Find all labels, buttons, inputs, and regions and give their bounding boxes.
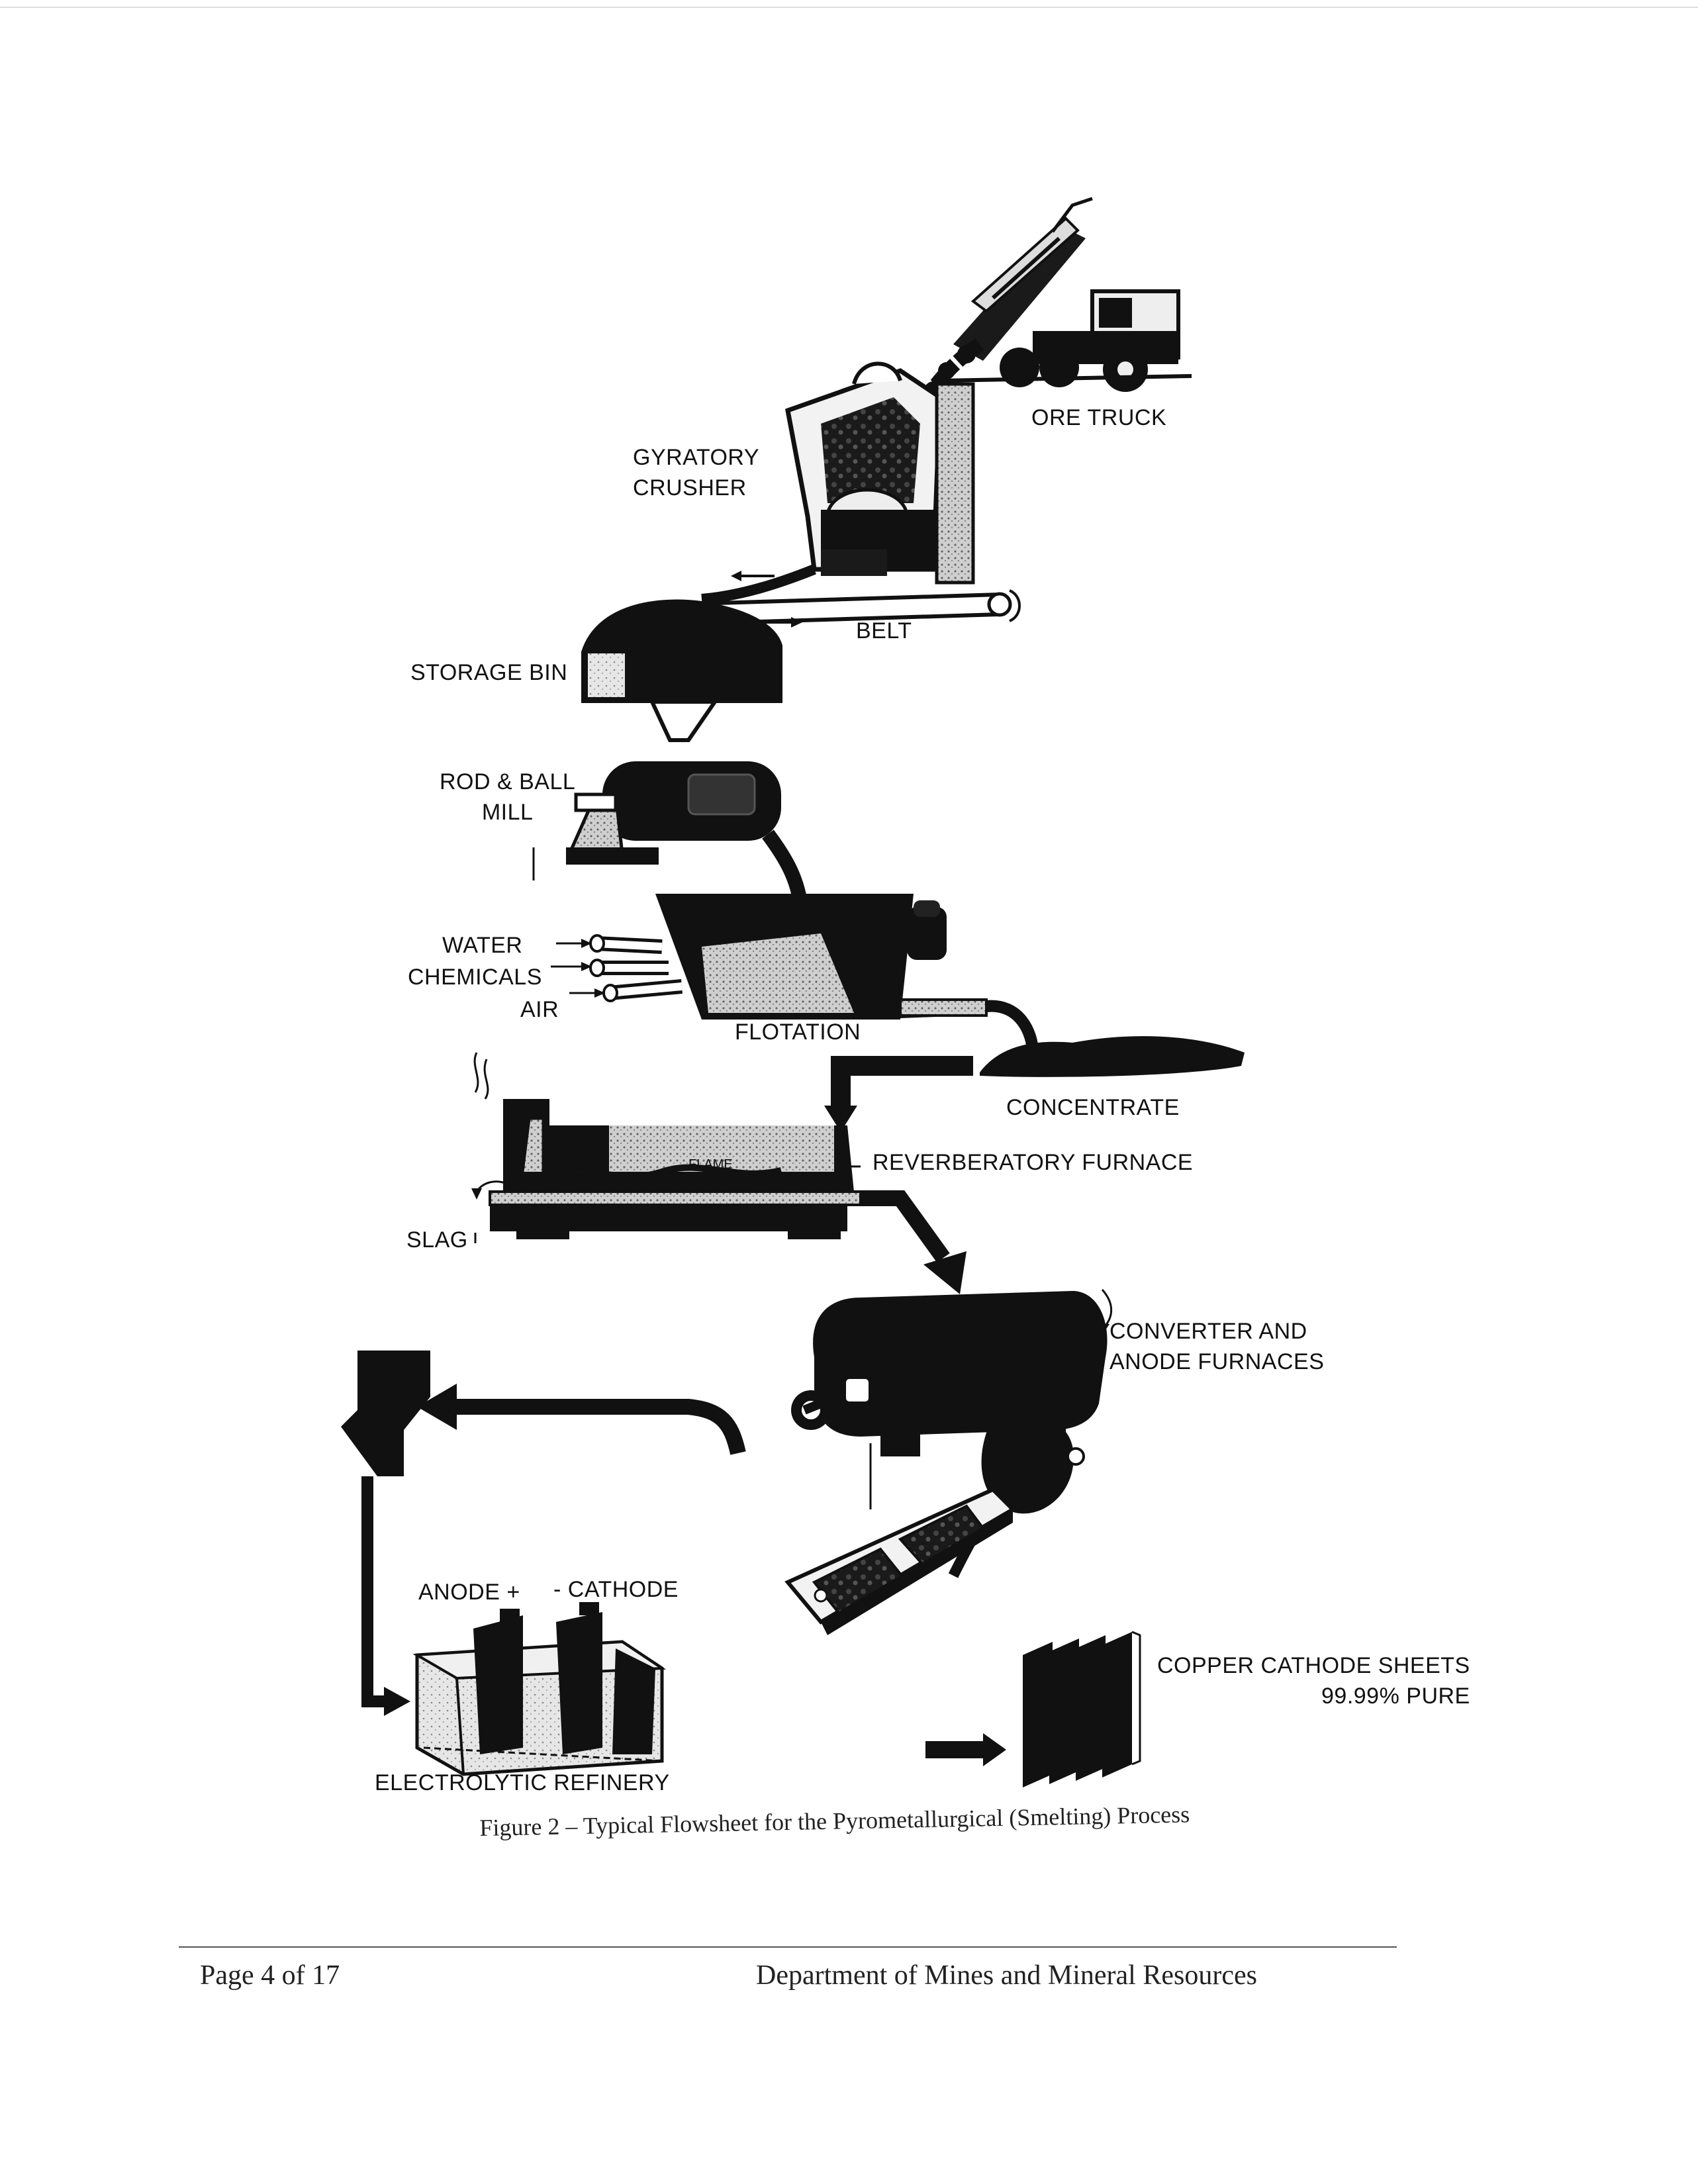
reverberatory-furnace-label: REVERBERATORY FURNACE	[873, 1147, 1193, 1178]
rod-ball-mill-label: ROD & BALL MILL	[440, 767, 575, 828]
electrolytic-refinery-label: ELECTROLYTIC REFINERY	[375, 1768, 670, 1798]
converter-label-line1: CONVERTER AND	[1109, 1316, 1324, 1347]
flame-text: FLAME	[688, 1157, 733, 1172]
storage-bin-illustration	[583, 601, 781, 740]
inlet-pipes	[590, 935, 682, 1001]
converter-label-line2: ANODE FURNACES	[1109, 1347, 1324, 1377]
copper-cathode-sheets-label: COPPER CATHODE SHEETS 99.99% PURE	[1157, 1650, 1470, 1711]
ore-truck-illustration	[940, 199, 1192, 392]
rod-ball-mill-label-line1: ROD & BALL	[440, 767, 575, 797]
slag-label: SLAG	[406, 1225, 468, 1255]
copper-cathode-sheets-illustration	[925, 1632, 1140, 1787]
water-label: WATER	[442, 930, 522, 961]
storage-bin-label: STORAGE BIN	[410, 657, 567, 688]
anode-casting-mould	[788, 1490, 1013, 1635]
flotation-label: FLOTATION	[735, 1017, 861, 1047]
gyratory-crusher-label-line1: GYRATORY	[633, 442, 759, 473]
copper-sheets-label-line2: 99.99% PURE	[1157, 1681, 1470, 1711]
air-label: AIR	[520, 994, 559, 1025]
cathode-label: - CATHODE	[553, 1574, 679, 1605]
reverberatory-furnace-illustration: FLAME	[471, 1053, 861, 1243]
page-number: Page 4 of 17	[200, 1960, 340, 1991]
electrolytic-refinery-illustration	[417, 1602, 662, 1774]
footer-rule	[179, 1946, 1397, 1948]
converter-label: CONVERTER AND ANODE FURNACES	[1109, 1316, 1324, 1377]
footer-department: Department of Mines and Mineral Resource…	[756, 1960, 1257, 1991]
ore-truck-label: ORE TRUCK	[1031, 403, 1166, 433]
anode-label: ANODE +	[418, 1577, 520, 1607]
gyratory-crusher-label-line2: CRUSHER	[633, 473, 759, 503]
belt-label: BELT	[856, 616, 912, 646]
rod-ball-mill-label-line2: MILL	[440, 797, 575, 828]
copper-sheets-label-line1: COPPER CATHODE SHEETS	[1157, 1650, 1470, 1681]
gyratory-crusher-label: GYRATORY CRUSHER	[633, 442, 759, 503]
gyratory-crusher-illustration	[788, 363, 973, 583]
flow-arrow-to-converter	[861, 1198, 967, 1294]
concentrate-label: CONCENTRATE	[1006, 1092, 1180, 1123]
chemicals-label: CHEMICALS	[408, 962, 542, 992]
